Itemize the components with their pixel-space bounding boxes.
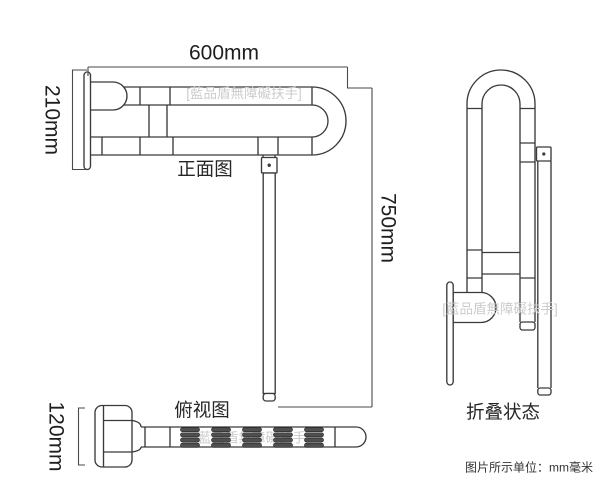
top-flange: [94, 404, 133, 468]
front-view-watermark: [藍品盾無障礙扶手]: [186, 86, 302, 101]
dim-120-bracket: [77, 407, 85, 466]
dimension-annotations: 600mm 210mm 750mm: [41, 42, 400, 408]
folded-tube-dividers: [467, 107, 535, 279]
tube-segment-dividers: [101, 87, 313, 155]
dim-750-line: [278, 88, 373, 408]
wall-plate: [83, 71, 92, 171]
folded-connector-post: [482, 251, 520, 275]
folded-view: [藍品盾無障礙扶手] 折叠状态: [442, 69, 558, 423]
dim-750-label: 750mm: [377, 193, 400, 263]
top-view-caption: 俯视图: [174, 400, 230, 421]
folded-wall-plate: [446, 281, 454, 386]
front-view-caption: 正面图: [177, 159, 233, 180]
top-flange-detail: [102, 406, 132, 467]
top-view: 藍品盾無障礙扶手 120mm 俯视图: [45, 400, 367, 472]
connector-post: [148, 105, 168, 137]
folded-pivot-housing: [452, 291, 497, 324]
grip-ribs: [180, 427, 324, 448]
dim-600-line: [87, 66, 372, 89]
pivot-housing: [89, 81, 128, 111]
dim-600-label: 600mm: [189, 42, 259, 65]
folded-support-leg: [537, 161, 552, 388]
dim-210-bracket: [71, 69, 87, 171]
dim-120-label: 120mm: [45, 401, 68, 471]
folded-hinge-pin-dot: [542, 152, 546, 156]
top-tube-dividers: [144, 427, 336, 447]
front-view: [藍品盾無障礙扶手] 正面图: [83, 71, 347, 402]
folded-tube-endcap: [519, 321, 536, 331]
dim-210-label: 210mm: [41, 85, 64, 155]
tube-socket: [131, 419, 142, 453]
support-leg: [262, 172, 276, 395]
support-leg-foot: [262, 392, 276, 402]
hinge-pin-dot: [267, 163, 271, 167]
units-note: 图片所示单位：mm毫米: [465, 460, 593, 475]
folded-view-caption: 折叠状态: [466, 402, 540, 423]
u-bar-tube-outline: [89, 86, 347, 156]
folded-view-watermark: [藍品盾無障礙扶手]: [442, 302, 558, 317]
folded-leg-foot: [537, 387, 552, 396]
folded-tube-outline: [466, 69, 536, 322]
